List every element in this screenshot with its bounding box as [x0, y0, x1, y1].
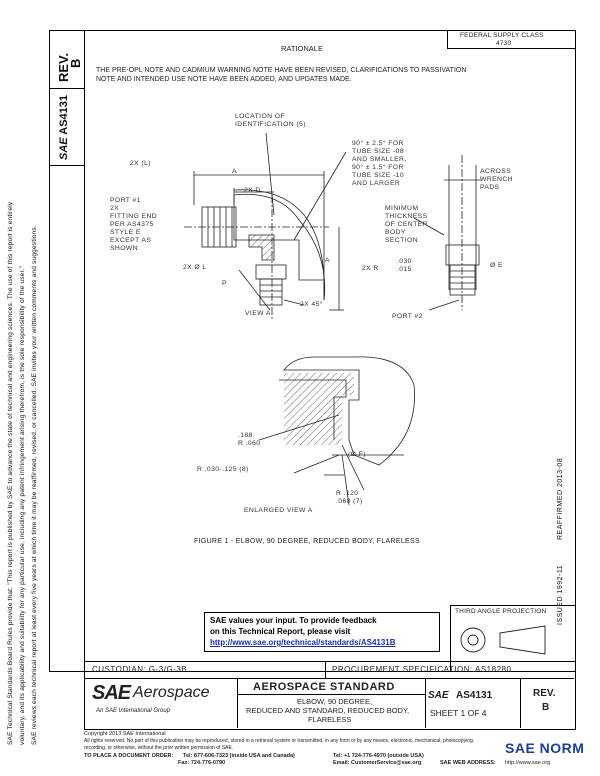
main-title: AEROSPACE STANDARD — [253, 681, 395, 693]
sae-logo: SAE — [92, 682, 131, 704]
sae-norm-watermark: SAE NORM — [505, 740, 585, 756]
dim-030-015: .030 .015 — [397, 258, 412, 273]
rights-line-1: All rights reserved. No part of this pub… — [84, 738, 475, 744]
sub-title-3: FLARELESS — [308, 715, 352, 724]
sub-title-2: REDUCED AND STANDARD, REDUCED BODY, — [246, 706, 410, 715]
enlarged-view-outline — [283, 356, 415, 466]
small-sae-logo: SAE — [428, 690, 449, 701]
feedback-line-1: SAE values your input. To provide feedba… — [210, 616, 377, 625]
left-note-3: SAE reviews each technical report at lea… — [31, 225, 38, 745]
divider — [49, 165, 84, 166]
sub-title-1: ELBOW, 90 DEGREE, — [297, 697, 373, 706]
dim-a: A — [232, 168, 237, 175]
federal-supply-class-box — [447, 30, 575, 49]
rev-value: B — [542, 702, 550, 713]
dim-p: P — [222, 280, 227, 287]
dim-r-188: .188 R .060 — [238, 432, 261, 447]
rationale-text-1: THE PRE-OPL NOTE AND CADMIUM WARNING NOT… — [96, 67, 467, 74]
feedback-line-2: on this Technical Report, please visit — [210, 627, 351, 636]
order-tel: Tel: 877-606-7323 (inside USA and Canada… — [183, 753, 295, 759]
port2-threads — [259, 278, 283, 306]
procurement-spec: PROCUREMENT SPECIFICATION: AS18280 — [332, 665, 512, 674]
left-note-1: SAE Technical Standards Board Rules prov… — [7, 201, 14, 745]
dim-r-030: R .030-.125 (8) — [197, 466, 249, 473]
right-view-threads — [449, 264, 476, 296]
rationale-title: RATIONALE — [281, 44, 323, 53]
dim-2x-r: 2X R — [362, 265, 379, 272]
third-angle-label: THIRD ANGLE PROJECTION — [455, 608, 547, 615]
dim-2x-l: 2X (L) — [130, 160, 151, 167]
federal-supply-class-number: 4730 — [496, 40, 512, 47]
third-angle-projection-box — [450, 605, 575, 671]
elbow-drawing — [184, 132, 481, 506]
across-wrench-pads-label: ACROSS WRENCH PADS — [480, 168, 513, 191]
order-tel-2: Tel: +1 724-776-4970 (outside USA) — [333, 753, 424, 759]
rights-line-2: recording, or otherwise, without the pri… — [84, 745, 234, 751]
elbow-body-outline — [233, 193, 326, 301]
dim-2x-45: 2X 45° — [300, 301, 323, 308]
custodian: CUSTODIAN: G-3/G-3B — [92, 665, 188, 674]
web-address-url[interactable]: http://www.sae.org — [505, 760, 551, 766]
order-email: Email: CustomerService@sae.org — [333, 760, 422, 766]
rev-value-vertical: B — [68, 58, 83, 68]
feedback-box: SAE values your input. To provide feedba… — [204, 612, 440, 652]
rev-label: REV. — [533, 688, 556, 699]
angle-tolerance-note: 90° ± 2.5° FOR TUBE SIZE -08 AND SMALLER… — [352, 140, 407, 187]
left-title-column — [49, 30, 85, 672]
dim-2x-d: 2X D — [244, 187, 261, 194]
web-address-label: SAE WEB ADDRESS: — [440, 760, 496, 766]
copyright: Copyright 2013 SAE International — [84, 731, 166, 737]
sae-doc-number-vertical: SAE AS4131 — [58, 94, 70, 160]
doc-number: AS4131 — [456, 690, 493, 701]
logo-subtitle: An SAE International Group — [96, 708, 171, 714]
divider — [49, 88, 84, 89]
dim-2x-o-l: 2X Ø L — [183, 264, 207, 271]
rationale-text-2: NOTE AND INTENDED USE NOTE HAVE BEEN ADD… — [96, 76, 352, 83]
feedback-link[interactable]: http://www.sae.org/technical/standards/A… — [210, 638, 396, 647]
order-label: TO PLACE A DOCUMENT ORDER: — [84, 753, 174, 759]
dim-o-e: Ø E — [490, 262, 503, 269]
dim-o-f: (Ø F) — [348, 451, 366, 458]
reaffirmed-date: REAFFIRMED 2013-08 — [557, 457, 564, 540]
view-a-label: VIEW A — [245, 310, 271, 317]
min-thickness-note: MINIMUM THICKNESS OF CENTER BODY SECTION — [385, 205, 428, 244]
aerospace-logo: Aerospace — [133, 684, 210, 701]
dim-a-vertical: A — [325, 257, 330, 264]
left-note-2: voluntary, and its applicability and sui… — [19, 265, 26, 745]
port2-label: PORT #2 — [392, 313, 423, 320]
order-fax: Fax: 724-776-0790 — [178, 760, 226, 766]
drawing-frame — [84, 30, 576, 672]
enlarged-view-label: ENLARGED VIEW A — [244, 507, 313, 514]
title-block — [84, 661, 576, 730]
figure-caption: FIGURE 1 - ELBOW, 90 DEGREE, REDUCED BOD… — [194, 538, 420, 545]
dim-r-120: R .120 .060 (7) — [336, 490, 363, 505]
right-view-nut — [445, 244, 480, 266]
hatched-section — [248, 234, 275, 261]
federal-supply-class: FEDERAL SUPPLY CLASS — [460, 32, 544, 39]
location-identification-label: LOCATION OF IDENTIFICATION (5) — [235, 113, 306, 128]
port1-note: PORT #1 2X FITTING END PER AS4375 STYLE … — [110, 197, 158, 252]
elbow-outer-arc — [233, 189, 325, 301]
third-angle-symbol — [460, 625, 546, 655]
sheet-number: SHEET 1 OF 4 — [430, 708, 487, 718]
